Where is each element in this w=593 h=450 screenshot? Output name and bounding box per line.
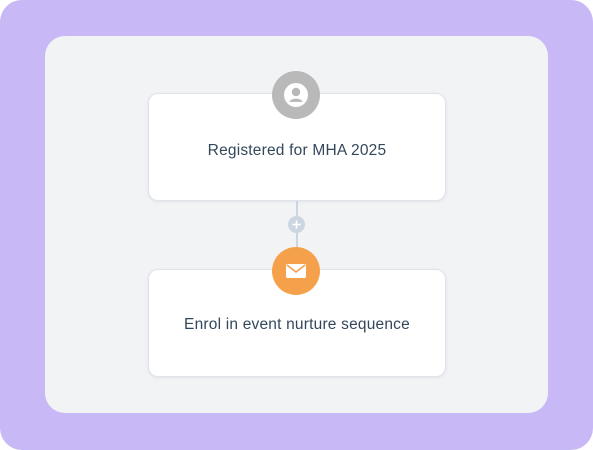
trigger-label: Registered for MHA 2025 [207, 142, 387, 159]
add-step-button[interactable] [288, 216, 305, 233]
person-glyph [284, 83, 308, 107]
envelope-glyph [286, 264, 306, 278]
connector-line-bottom [296, 233, 298, 249]
email-icon [272, 247, 320, 295]
action-label: Enrol in event nurture sequence [184, 316, 410, 333]
plus-icon [292, 220, 301, 229]
contact-icon [272, 71, 320, 119]
connector-line-top [296, 201, 298, 217]
